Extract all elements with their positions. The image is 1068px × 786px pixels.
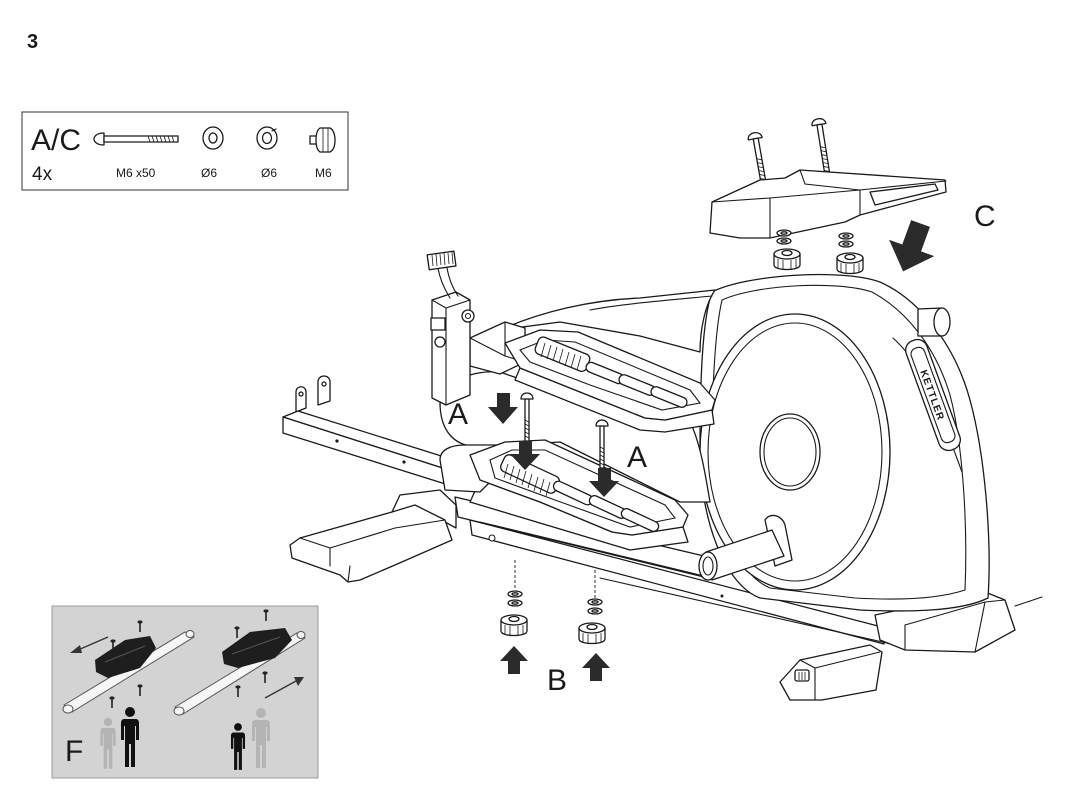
pedal-bolts-a: A A bbox=[448, 392, 647, 497]
washer-b-right-2 bbox=[587, 607, 603, 615]
carriage-bolt-c-right bbox=[811, 118, 832, 181]
inset-arrow-right-icon bbox=[264, 677, 304, 699]
brand-plate: KETTLER bbox=[904, 338, 962, 452]
washer-c-right-2 bbox=[838, 240, 854, 248]
washer-c-right-1 bbox=[838, 232, 854, 240]
callout-a-upper: A bbox=[448, 398, 468, 431]
bolt-size-label: M6 x50 bbox=[116, 166, 156, 180]
cover-c-assembly: C bbox=[709, 118, 996, 275]
parts-box: A/C 4x M6 x50 Ø6 Ø6 M6 bbox=[21, 111, 349, 191]
pedal-nuts-b: B bbox=[500, 560, 610, 697]
arrow-down-a-lower-left-icon bbox=[510, 441, 540, 470]
step-number: 3 bbox=[27, 31, 38, 53]
knob-nut-size-label: M6 bbox=[315, 166, 332, 180]
carriage-bolt-icon bbox=[93, 132, 179, 146]
side-axle-stub bbox=[917, 307, 951, 337]
arrow-up-b-left-icon bbox=[500, 646, 528, 674]
inset-arrow-left-icon bbox=[70, 636, 109, 653]
knob-nut-b-right bbox=[578, 622, 606, 645]
lower-pedal-tread bbox=[500, 454, 660, 532]
arrow-down-c-icon bbox=[889, 220, 935, 272]
inset-left-rail bbox=[62, 630, 195, 714]
inset-f-panel: F bbox=[51, 605, 319, 779]
arrow-down-a-lower-right-icon bbox=[589, 468, 619, 497]
washer-c-left-1 bbox=[776, 229, 792, 237]
carriage-bolt-a-left bbox=[520, 392, 534, 442]
front-cover-c bbox=[709, 169, 947, 239]
parts-group-label: A/C bbox=[31, 124, 81, 157]
arrow-down-a-upper-icon bbox=[488, 393, 518, 424]
spring-washer-icon bbox=[256, 126, 278, 150]
washer-b-left-1 bbox=[507, 590, 523, 598]
callout-b: B bbox=[547, 664, 567, 697]
arrow-up-b-right-icon bbox=[582, 653, 610, 681]
knob-nut-c-left bbox=[773, 248, 801, 271]
callout-a-lower: A bbox=[627, 441, 647, 474]
upper-pedal bbox=[469, 321, 716, 433]
inset-right-pedal bbox=[222, 628, 292, 668]
washer-b-left-2 bbox=[507, 599, 523, 607]
spring-washer-size-label: Ø6 bbox=[261, 166, 277, 180]
washer-b-right-1 bbox=[587, 598, 603, 606]
flat-washer-size-label: Ø6 bbox=[201, 166, 217, 180]
knob-nut-icon bbox=[309, 127, 336, 153]
upright-post bbox=[426, 250, 475, 406]
elliptical-trainer: KETTLER bbox=[282, 250, 1043, 701]
washer-c-left-2 bbox=[776, 237, 792, 245]
cable-connector bbox=[426, 250, 459, 299]
lower-pedal bbox=[439, 439, 689, 551]
base-rail bbox=[469, 519, 901, 647]
front-stabilizer-foot bbox=[289, 489, 457, 583]
crank-handle bbox=[698, 514, 793, 581]
knob-nut-b-left bbox=[500, 614, 528, 637]
callout-c: C bbox=[974, 200, 996, 233]
flywheel-disc bbox=[699, 313, 891, 591]
rear-stabilizer-foot bbox=[779, 591, 1043, 701]
inset-left-pedal bbox=[95, 636, 156, 678]
knob-nut-c-right bbox=[836, 252, 864, 275]
inset-label: F bbox=[65, 735, 83, 768]
flat-washer-icon bbox=[202, 126, 224, 150]
upper-pedal-tread bbox=[534, 336, 688, 408]
parts-quantity: 4x bbox=[32, 164, 53, 185]
